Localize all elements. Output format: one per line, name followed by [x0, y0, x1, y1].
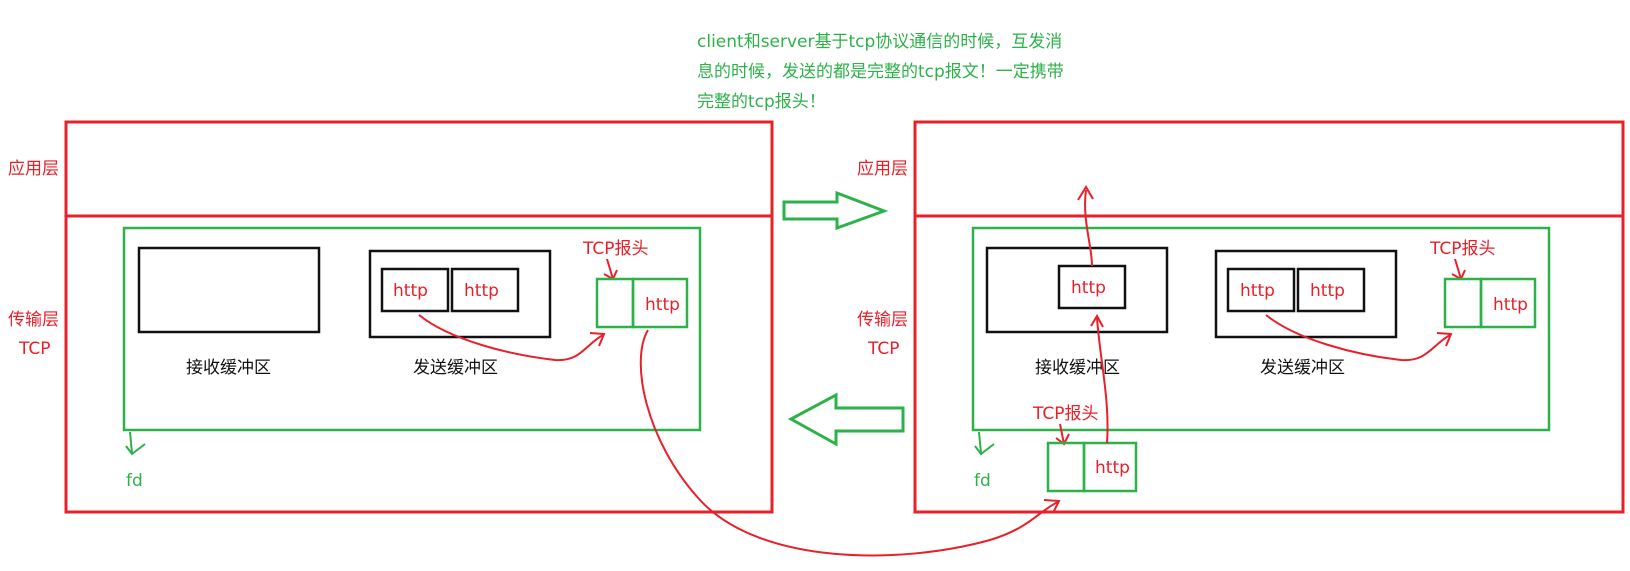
- right-pack-flow: [1265, 314, 1451, 362]
- left-pack-flow-head: [589, 332, 606, 347]
- flow-arrows: [418, 185, 1453, 557]
- left-send-buffer-label: 发送缓冲区: [413, 358, 498, 378]
- left-app-layer-box: [64, 120, 774, 218]
- left-host: 应用层 传输层 TCP 接收缓冲区 http http 发送缓冲区 TCP报头 …: [8, 120, 774, 514]
- right-fd-pointer-head: [974, 443, 995, 456]
- right-segment-header-box: [1443, 277, 1483, 329]
- left-transport-label-1: 传输层: [8, 310, 59, 330]
- right-transport-label-1: 传输层: [857, 310, 908, 330]
- right-recv-buffer: [985, 246, 1169, 334]
- left-fd-pointer-head: [125, 443, 146, 456]
- left-send-item-2: [450, 267, 520, 313]
- right-fd-label: fd: [974, 471, 991, 491]
- right-segment-header-label: TCP报头: [1429, 239, 1496, 259]
- left-send-item-2-label: http: [464, 281, 499, 301]
- right-pack-flow-head: [1436, 332, 1453, 347]
- right-unpack-flow: [1096, 317, 1109, 444]
- right-send-item-2: [1296, 267, 1366, 313]
- right-tcp-box: [971, 226, 1551, 432]
- right-incoming-header-box: [1046, 441, 1086, 493]
- left-tcp-box: [122, 226, 702, 432]
- right-host-box: [913, 120, 1625, 514]
- right-unpack-flow-head: [1090, 313, 1104, 328]
- left-header-pointer: [606, 258, 614, 280]
- left-transport-label-2: TCP: [18, 339, 51, 359]
- network-transfer-flow-head: [1043, 499, 1061, 514]
- right-host: 应用层 传输层 TCP http 接收缓冲区 http http 发送缓冲区 T…: [857, 120, 1625, 514]
- left-send-item-1-label: http: [393, 281, 428, 301]
- right-app-layer-box: [913, 120, 1625, 218]
- network-transfer-flow: [639, 329, 1059, 557]
- left-segment-payload-box: [631, 277, 689, 329]
- left-pack-flow: [418, 314, 604, 362]
- right-fd-pointer: [978, 431, 982, 454]
- right-app-layer-label: 应用层: [857, 159, 908, 179]
- left-segment-header-label: TCP报头: [582, 239, 649, 259]
- left-host-box: [64, 120, 774, 514]
- right-segment-payload-label: http: [1493, 295, 1528, 315]
- right-send-buffer-label: 发送缓冲区: [1260, 358, 1345, 378]
- right-header-pointer: [1454, 258, 1462, 280]
- right-send-item-1: [1226, 267, 1296, 313]
- left-fd-label: fd: [126, 471, 143, 491]
- note-line-1: client和server基于tcp协议通信的时候，互发消: [697, 32, 1062, 52]
- left-recv-buffer-label: 接收缓冲区: [186, 358, 271, 378]
- right-incoming-pointer: [1059, 423, 1065, 445]
- left-segment-payload-label: http: [645, 295, 680, 315]
- left-direction-arrow: [787, 392, 905, 447]
- right-recv-buffer-label: 接收缓冲区: [1035, 358, 1120, 378]
- right-segment-payload-box: [1479, 277, 1537, 329]
- right-send-item-1-label: http: [1240, 281, 1275, 301]
- right-incoming-payload-box: [1082, 441, 1138, 493]
- right-send-item-2-label: http: [1310, 281, 1345, 301]
- left-send-item-1: [380, 267, 450, 313]
- left-fd-pointer: [129, 431, 133, 454]
- right-incoming-payload-label: http: [1095, 458, 1130, 478]
- right-recv-item-1-label: http: [1071, 278, 1106, 298]
- note-line-2: 息的时候，发送的都是完整的tcp报文！一定携带: [697, 62, 1064, 82]
- note-line-3: 完整的tcp报头！: [697, 92, 826, 112]
- right-deliver-flow: [1084, 189, 1093, 267]
- left-segment-header-box: [595, 277, 635, 329]
- right-incoming-header-label: TCP报头: [1032, 404, 1099, 424]
- right-deliver-flow-head: [1077, 185, 1094, 201]
- right-direction-arrow: [782, 190, 889, 231]
- note-text: client和server基于tcp协议通信的时候，互发消 息的时候，发送的都是…: [697, 32, 1064, 112]
- left-recv-buffer: [137, 246, 321, 334]
- right-transport-label-2: TCP: [867, 339, 900, 359]
- left-app-layer-label: 应用层: [8, 159, 59, 179]
